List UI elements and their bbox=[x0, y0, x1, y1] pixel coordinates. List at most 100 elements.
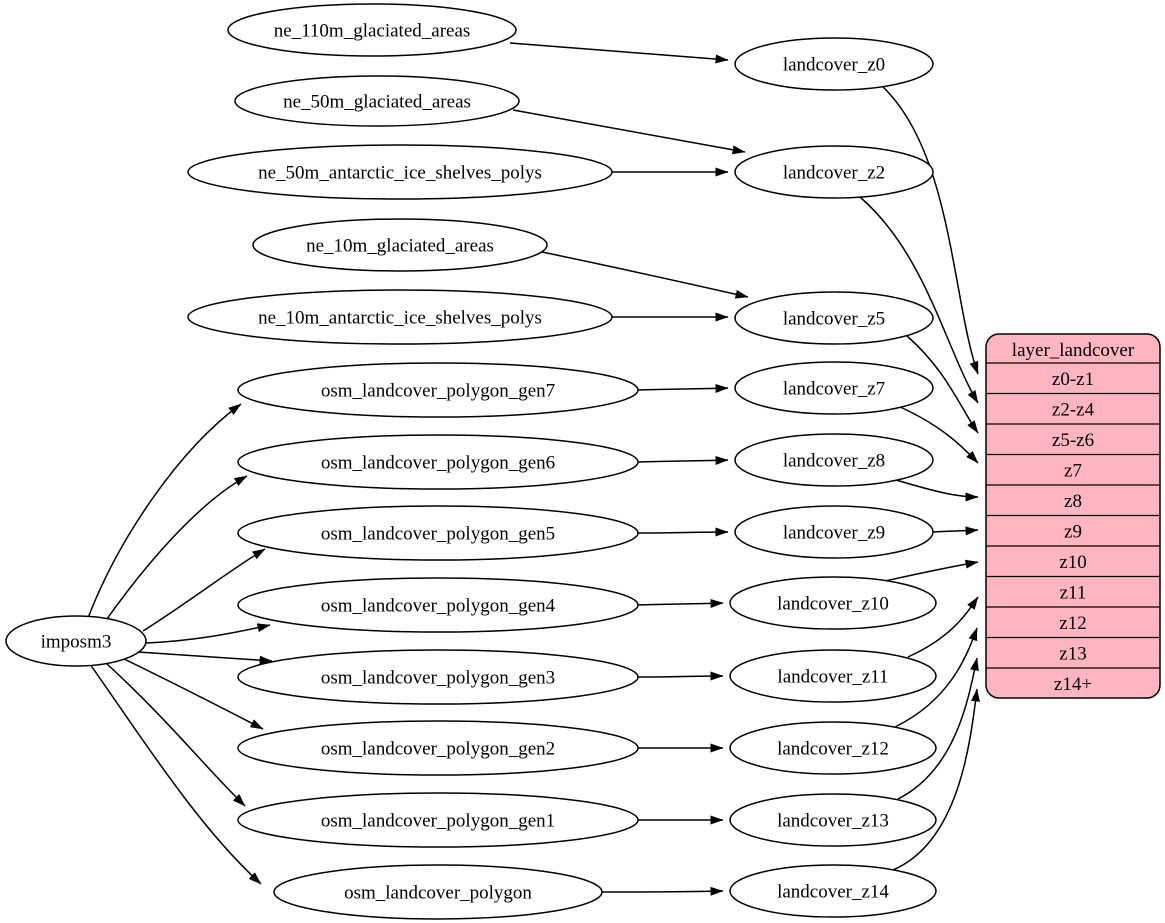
osm-landcover-polygon-gen5-ellipse bbox=[237, 505, 639, 561]
landcover-z2-label: landcover_z2 bbox=[783, 163, 885, 184]
edge-z8-to-row-z8 bbox=[895, 479, 979, 502]
node-landcover-z14: landcover_z14 bbox=[729, 864, 937, 918]
node-landcover-z9: landcover_z9 bbox=[734, 505, 934, 559]
layer-landcover-title: layer_landcover bbox=[1012, 340, 1135, 361]
edge-imposm3-to-polygon bbox=[89, 663, 262, 885]
ne-10m-glaciated-areas-ellipse bbox=[252, 218, 548, 272]
landcover-z0-ellipse bbox=[734, 37, 934, 91]
edge-gen5-to-z9 bbox=[637, 527, 729, 537]
landcover-z13-label: landcover_z13 bbox=[777, 811, 889, 832]
node-landcover-z13: landcover_z13 bbox=[729, 793, 937, 847]
osm-landcover-polygon-gen4-label: osm_landcover_polygon_gen4 bbox=[321, 596, 556, 617]
edge-imposm3-to-gen2 bbox=[123, 658, 264, 730]
table-row-z12: z12 bbox=[1059, 613, 1086, 634]
osm-landcover-polygon-gen6-label: osm_landcover_polygon_gen6 bbox=[321, 453, 555, 474]
osm-landcover-polygon-gen4-ellipse bbox=[237, 577, 639, 633]
edge-gen3-to-z11 bbox=[637, 671, 724, 681]
node-landcover-z11: landcover_z11 bbox=[729, 649, 937, 703]
landcover-z5-ellipse bbox=[734, 291, 934, 345]
osm-landcover-polygon-gen3-label: osm_landcover_polygon_gen3 bbox=[321, 668, 555, 689]
edge-z7-to-row-z7 bbox=[897, 405, 979, 464]
edge-ne50m-glac-to-z2 bbox=[512, 109, 746, 155]
table-row-z10: z10 bbox=[1059, 552, 1086, 573]
landcover-z7-label: landcover_z7 bbox=[783, 379, 885, 400]
node-osm-landcover-polygon-gen7: osm_landcover_polygon_gen7 bbox=[237, 362, 639, 418]
landcover-z5-label: landcover_z5 bbox=[783, 309, 885, 330]
ne-110m-glaciated-areas-ellipse bbox=[227, 3, 517, 57]
edge-imposm3-to-gen5 bbox=[142, 548, 266, 632]
landcover-z12-label: landcover_z12 bbox=[777, 739, 889, 760]
node-landcover-z10: landcover_z10 bbox=[729, 576, 937, 630]
edge-z10-to-row-z10 bbox=[884, 559, 979, 582]
table-row-z11: z11 bbox=[1060, 582, 1087, 603]
node-osm-landcover-polygon-gen6: osm_landcover_polygon_gen6 bbox=[237, 434, 639, 490]
table-row-z5-z6: z5-z6 bbox=[1052, 430, 1094, 451]
osm-landcover-polygon-gen7-ellipse bbox=[237, 362, 639, 418]
node-ne-110m-glaciated-areas: ne_110m_glaciated_areas bbox=[227, 3, 517, 57]
edge-ne110m-to-z0 bbox=[509, 42, 729, 64]
table-row-z2-z4: z2-z4 bbox=[1052, 399, 1095, 420]
table-row-z8: z8 bbox=[1064, 491, 1082, 512]
node-landcover-z8: landcover_z8 bbox=[734, 433, 934, 487]
edge-z14-to-row-z14plus bbox=[892, 688, 980, 871]
osm-landcover-polygon-gen1-ellipse bbox=[237, 792, 639, 848]
edge-z9-to-row-z9 bbox=[932, 526, 979, 536]
landcover-z14-ellipse bbox=[729, 864, 937, 918]
table-row-z14plus: z14+ bbox=[1054, 674, 1092, 695]
edge-group bbox=[87, 42, 980, 896]
edge-z5-to-row-z5-z6 bbox=[906, 335, 979, 434]
node-ne-50m-glaciated-areas: ne_50m_glaciated_areas bbox=[234, 75, 520, 127]
edge-ne10m-glac-to-z5 bbox=[541, 251, 749, 299]
edge-z11-to-row-z11 bbox=[907, 596, 979, 658]
node-osm-landcover-polygon: osm_landcover_polygon bbox=[273, 864, 603, 920]
ne-50m-antarctic-ice-shelves-polys-ellipse bbox=[187, 144, 613, 200]
osm-landcover-polygon-label: osm_landcover_polygon bbox=[344, 883, 532, 904]
ne-50m-glaciated-areas-ellipse bbox=[234, 75, 520, 127]
node-osm-landcover-polygon-gen2: osm_landcover_polygon_gen2 bbox=[237, 720, 639, 776]
landcover-z9-ellipse bbox=[734, 505, 934, 559]
table-row-z13: z13 bbox=[1059, 643, 1086, 664]
edge-imposm3-to-gen1 bbox=[105, 662, 246, 807]
landcover-z10-label: landcover_z10 bbox=[777, 594, 889, 615]
edge-imposm3-to-gen6 bbox=[103, 475, 248, 624]
landcover-z10-ellipse bbox=[729, 576, 937, 630]
edge-polygon-to-z14 bbox=[601, 886, 724, 896]
node-osm-landcover-polygon-gen3: osm_landcover_polygon_gen3 bbox=[237, 649, 639, 705]
node-landcover-z5: landcover_z5 bbox=[734, 291, 934, 345]
ne-50m-antarctic-ice-shelves-polys-label: ne_50m_antarctic_ice_shelves_polys bbox=[258, 163, 542, 184]
imposm3-ellipse bbox=[5, 615, 147, 667]
edge-z13-to-row-z13 bbox=[897, 657, 979, 800]
table-row-z7: z7 bbox=[1064, 460, 1082, 481]
ne-10m-antarctic-ice-shelves-polys-label: ne_10m_antarctic_ice_shelves_polys bbox=[258, 308, 542, 329]
edge-z0-to-row-z0-z1 bbox=[881, 85, 979, 375]
edge-gen4-to-z10 bbox=[637, 599, 724, 608]
table-row-z0-z1: z0-z1 bbox=[1052, 369, 1094, 390]
edge-z2-to-row-z2-z4 bbox=[859, 196, 979, 404]
ne-110m-glaciated-areas-label: ne_110m_glaciated_areas bbox=[274, 21, 471, 42]
edge-z12-to-row-z12 bbox=[894, 627, 978, 728]
node-osm-landcover-polygon-gen5: osm_landcover_polygon_gen5 bbox=[237, 505, 639, 561]
osm-landcover-polygon-ellipse bbox=[273, 864, 603, 920]
landcover-z0-label: landcover_z0 bbox=[783, 55, 885, 76]
edge-gen6-to-z8 bbox=[637, 455, 729, 465]
landcover-z7-ellipse bbox=[734, 361, 934, 415]
landcover-z11-ellipse bbox=[729, 649, 937, 703]
node-layer-landcover-table: layer_landcover z0-z1 z2-z4 z5-z6 z7 z8 … bbox=[985, 333, 1161, 699]
edge-imposm3-to-gen4 bbox=[145, 623, 271, 644]
osm-landcover-polygon-gen2-label: osm_landcover_polygon_gen2 bbox=[321, 739, 555, 760]
osm-landcover-polygon-gen3-ellipse bbox=[237, 649, 639, 705]
osm-landcover-polygon-gen2-ellipse bbox=[237, 720, 639, 776]
osm-landcover-polygon-gen5-label: osm_landcover_polygon_gen5 bbox=[321, 524, 555, 545]
node-ne-10m-antarctic-ice-shelves-polys: ne_10m_antarctic_ice_shelves_polys bbox=[187, 289, 613, 345]
node-osm-landcover-polygon-gen1: osm_landcover_polygon_gen1 bbox=[237, 792, 639, 848]
landcover-z13-ellipse bbox=[729, 793, 937, 847]
edge-imposm3-to-gen7 bbox=[87, 403, 242, 619]
node-ne-10m-glaciated-areas: ne_10m_glaciated_areas bbox=[252, 218, 548, 272]
node-landcover-z0: landcover_z0 bbox=[734, 37, 934, 91]
node-landcover-z7: landcover_z7 bbox=[734, 361, 934, 415]
edge-imposm3-to-gen3 bbox=[137, 651, 273, 665]
landcover-z12-ellipse bbox=[729, 721, 937, 775]
table-row-z9: z9 bbox=[1064, 521, 1082, 542]
